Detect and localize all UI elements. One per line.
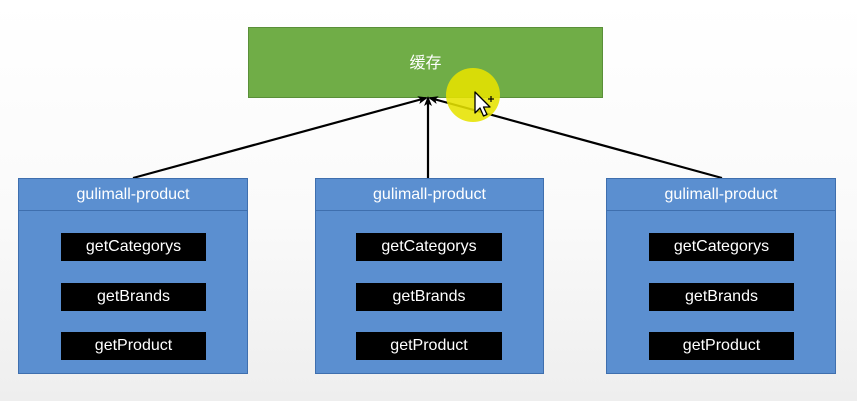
method-get-product: getProduct <box>356 332 502 360</box>
mouse-pointer-icon <box>474 91 494 117</box>
service-box-1: gulimall-product getCategorys getBrands … <box>18 178 248 374</box>
cache-label: 缓存 <box>409 52 442 72</box>
method-get-brands: getBrands <box>649 283 794 311</box>
method-get-product: getProduct <box>649 332 794 360</box>
method-get-categorys: getCategorys <box>356 233 502 261</box>
method-get-categorys: getCategorys <box>649 233 794 261</box>
method-get-brands: getBrands <box>356 283 502 311</box>
method-get-product: getProduct <box>61 332 206 360</box>
service-box-2: gulimall-product getCategorys getBrands … <box>315 178 544 374</box>
method-get-categorys: getCategorys <box>61 233 206 261</box>
cursor-highlight <box>446 68 500 122</box>
service-box-3: gulimall-product getCategorys getBrands … <box>606 178 836 374</box>
method-get-brands: getBrands <box>61 283 206 311</box>
service-title: gulimall-product <box>19 179 247 211</box>
service-title: gulimall-product <box>316 179 543 211</box>
arrow-service-1-to-cache <box>132 96 428 180</box>
service-title: gulimall-product <box>607 179 835 211</box>
cache-box: 缓存 <box>248 27 603 98</box>
